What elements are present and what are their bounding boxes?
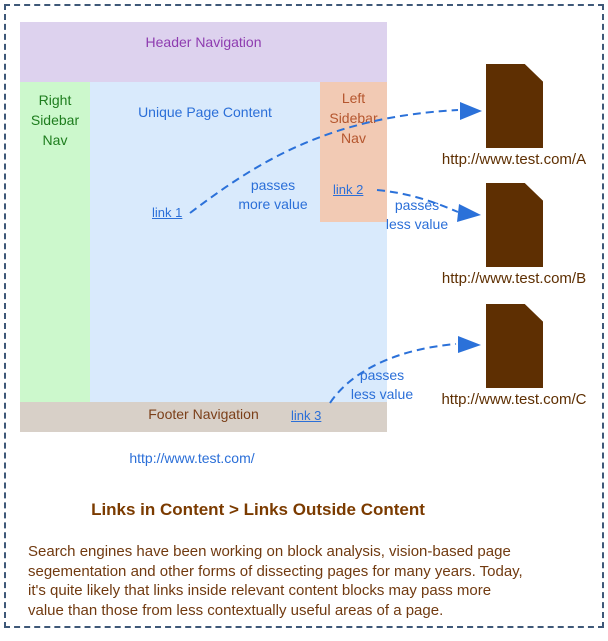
right-sidebar-label: Right Sidebar Nav	[30, 92, 80, 148]
link-1[interactable]: link 1	[152, 205, 183, 220]
unique-content-label: Unique Page Content	[138, 104, 272, 120]
target-url-c-label: http://www.test.com/C	[441, 391, 587, 408]
source-url-label: http://www.test.com/	[129, 450, 255, 466]
target-url-a-label: http://www.test.com/A	[441, 151, 587, 168]
passes-less-value-label-b: passes less value	[385, 197, 449, 232]
footer-navigation-label: Footer Navigation	[148, 406, 259, 422]
target-url-b-label: http://www.test.com/B	[441, 270, 587, 287]
dashed-border-frame	[4, 4, 604, 628]
diagram-heading: Links in Content > Links Outside Content	[91, 500, 425, 519]
diagram-body-text: Search engines have been working on bloc…	[28, 543, 523, 619]
header-navigation-block	[20, 22, 387, 82]
header-navigation-label: Header Navigation	[145, 34, 262, 50]
document-c-icon	[486, 304, 543, 388]
document-a-icon	[486, 64, 543, 148]
link-3[interactable]: link 3	[291, 408, 322, 423]
document-b-icon	[486, 183, 543, 267]
passes-less-value-label-c: passes less value	[350, 367, 414, 402]
right-sidebar-block	[20, 82, 90, 402]
left-sidebar-label: Left Sidebar Nav	[329, 90, 378, 146]
footer-navigation-block	[20, 402, 387, 432]
passes-more-value-label: passes more value	[238, 177, 308, 212]
